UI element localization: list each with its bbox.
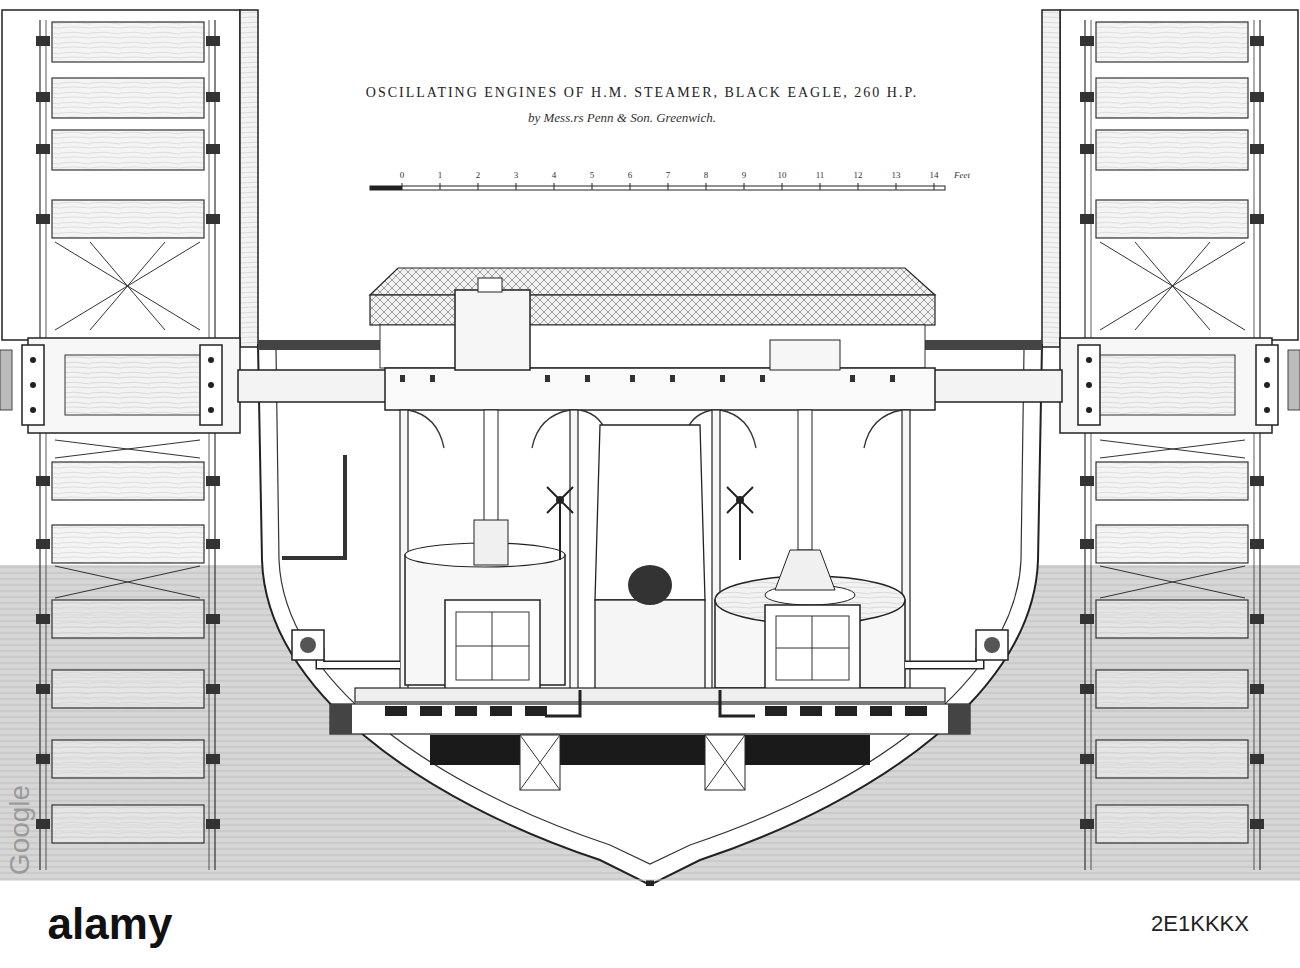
scale-number: 1 bbox=[438, 171, 443, 181]
scale-number: 12 bbox=[854, 171, 863, 181]
scale-number: 7 bbox=[666, 171, 671, 181]
scale-number: 0 bbox=[400, 171, 405, 181]
scale-number: 2 bbox=[476, 171, 481, 181]
scale-number: 3 bbox=[514, 171, 519, 181]
scale-number: 13 bbox=[892, 171, 901, 181]
drawing-title: OSCILLATING ENGINES OF H.M. STEAMER, BLA… bbox=[366, 85, 918, 100]
scale-number: 11 bbox=[816, 171, 825, 181]
scale-unit: Feet bbox=[954, 171, 970, 181]
scale-number: 10 bbox=[778, 171, 787, 181]
watermark: Google bbox=[5, 785, 36, 875]
scale-number: 5 bbox=[590, 171, 595, 181]
scale-number: 9 bbox=[742, 171, 747, 181]
scale-number: 4 bbox=[552, 171, 557, 181]
watermark: alamy bbox=[48, 900, 173, 948]
maker-note: by Mess.rs Penn & Son. Greenwich. bbox=[528, 111, 716, 125]
scale-number: 8 bbox=[704, 171, 709, 181]
image-id: 2E1KKKX bbox=[1151, 912, 1249, 936]
scale-number: 6 bbox=[628, 171, 633, 181]
scale-number: 14 bbox=[930, 171, 939, 181]
